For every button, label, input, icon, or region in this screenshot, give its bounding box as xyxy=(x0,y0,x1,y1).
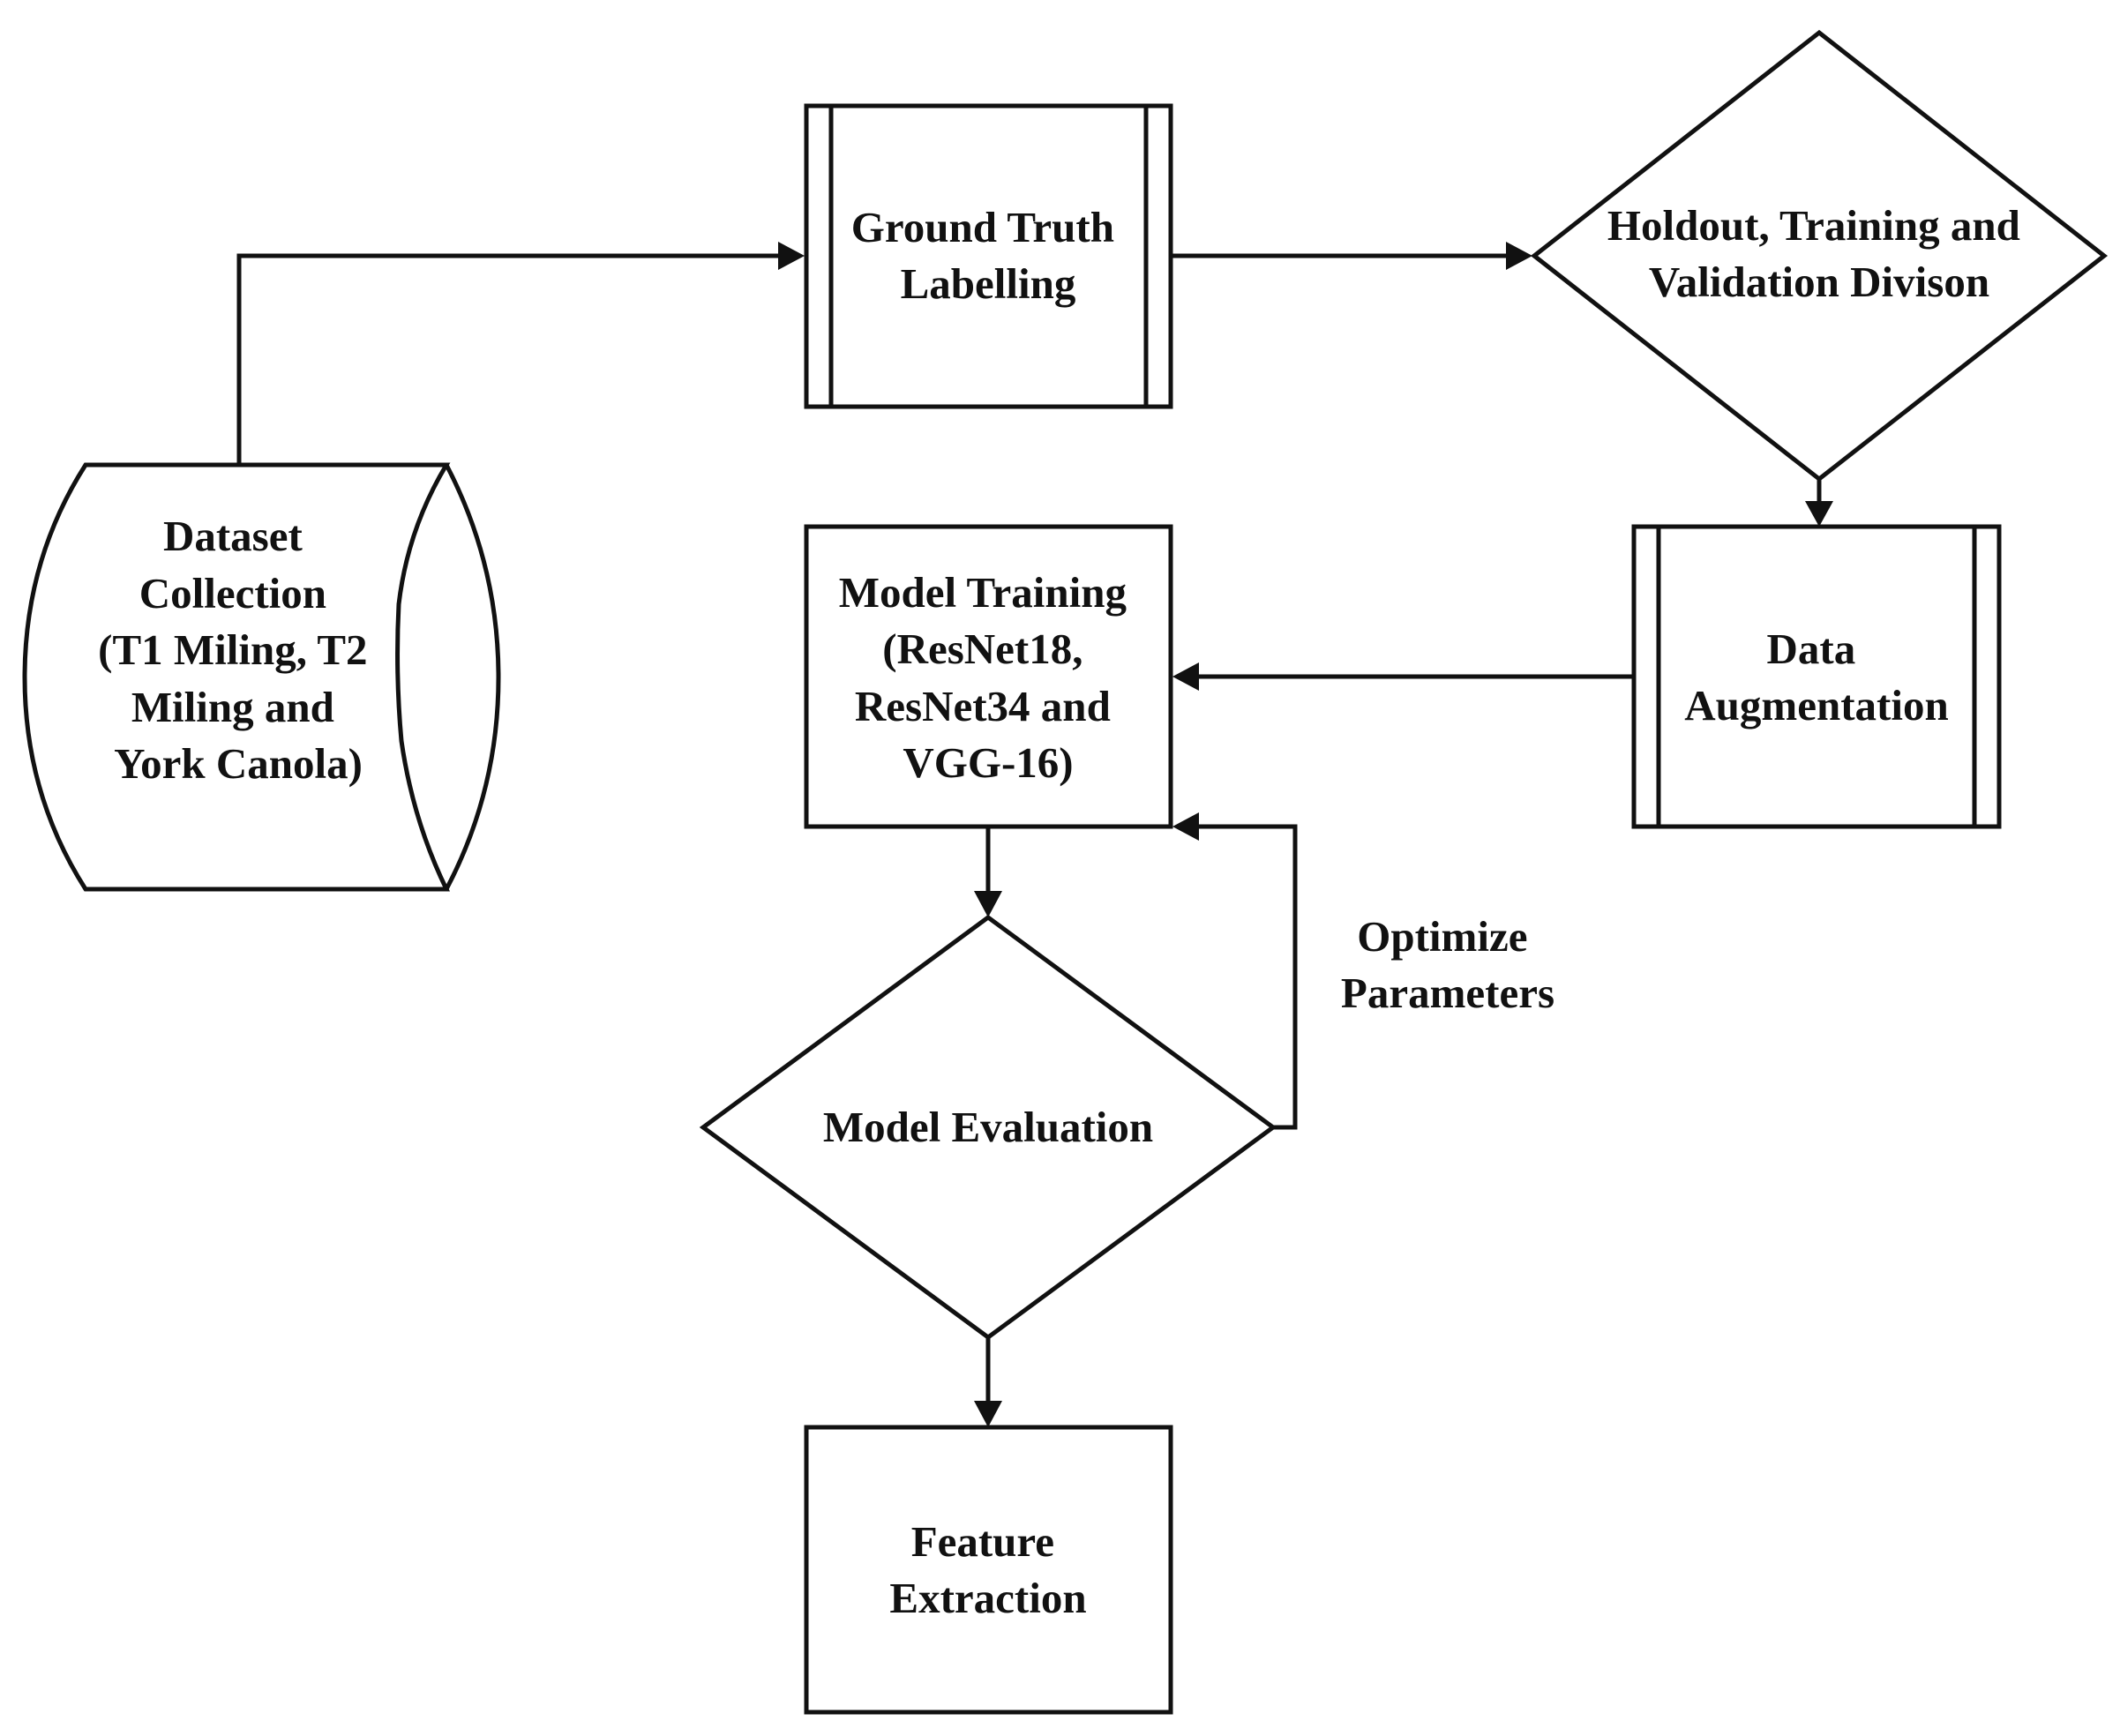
arrowhead xyxy=(1172,662,1199,691)
connector-augmentation-to-training xyxy=(1172,662,1634,691)
arrowhead xyxy=(1172,812,1199,841)
connector-labelling-to-holdout xyxy=(1171,242,1532,270)
ground-truth-labelling-label: Ground Truth Labelling xyxy=(851,203,1125,308)
model-training-label: Model Training (ResNet18, ResNet34 and V… xyxy=(839,568,1138,787)
arrowhead xyxy=(778,242,805,270)
holdout-division-node: Holdout, Training and Validation Divison xyxy=(1530,29,2109,483)
connector-holdout-to-augmentation xyxy=(1805,479,1833,527)
holdout-division-label: Holdout, Training and Validation Divison xyxy=(1607,201,2031,306)
connector-training-to-evaluation xyxy=(974,827,1002,917)
connector-evaluation-feedback xyxy=(1172,812,1298,1130)
model-evaluation-label: Model Evaluation xyxy=(823,1103,1153,1151)
data-augmentation-node: Data Augmentation xyxy=(1631,524,2002,829)
feature-extraction-node: Feature Extraction xyxy=(804,1425,1173,1715)
arrowhead xyxy=(974,891,1002,917)
optimize-parameters-label: Optimize Parameters xyxy=(1341,912,1554,1017)
dataset-collection-node: Dataset Collection (T1 Miling, T2 Miling… xyxy=(22,462,501,892)
arrowhead xyxy=(1805,501,1833,527)
feature-extraction-label: Feature Extraction xyxy=(889,1517,1086,1622)
ground-truth-labelling-node: Ground Truth Labelling xyxy=(804,103,1173,409)
model-training-node: Model Training (ResNet18, ResNet34 and V… xyxy=(804,524,1173,829)
connector-dataset-to-labelling xyxy=(236,242,805,465)
dataset-collection-label: Dataset Collection (T1 Miling, T2 Miling… xyxy=(98,512,378,788)
arrowhead xyxy=(1506,242,1532,270)
data-augmentation-label: Data Augmentation xyxy=(1684,625,1948,730)
model-evaluation-node: Model Evaluation xyxy=(699,914,1277,1341)
connector-evaluation-to-extraction xyxy=(974,1337,1002,1427)
arrowhead xyxy=(974,1401,1002,1427)
